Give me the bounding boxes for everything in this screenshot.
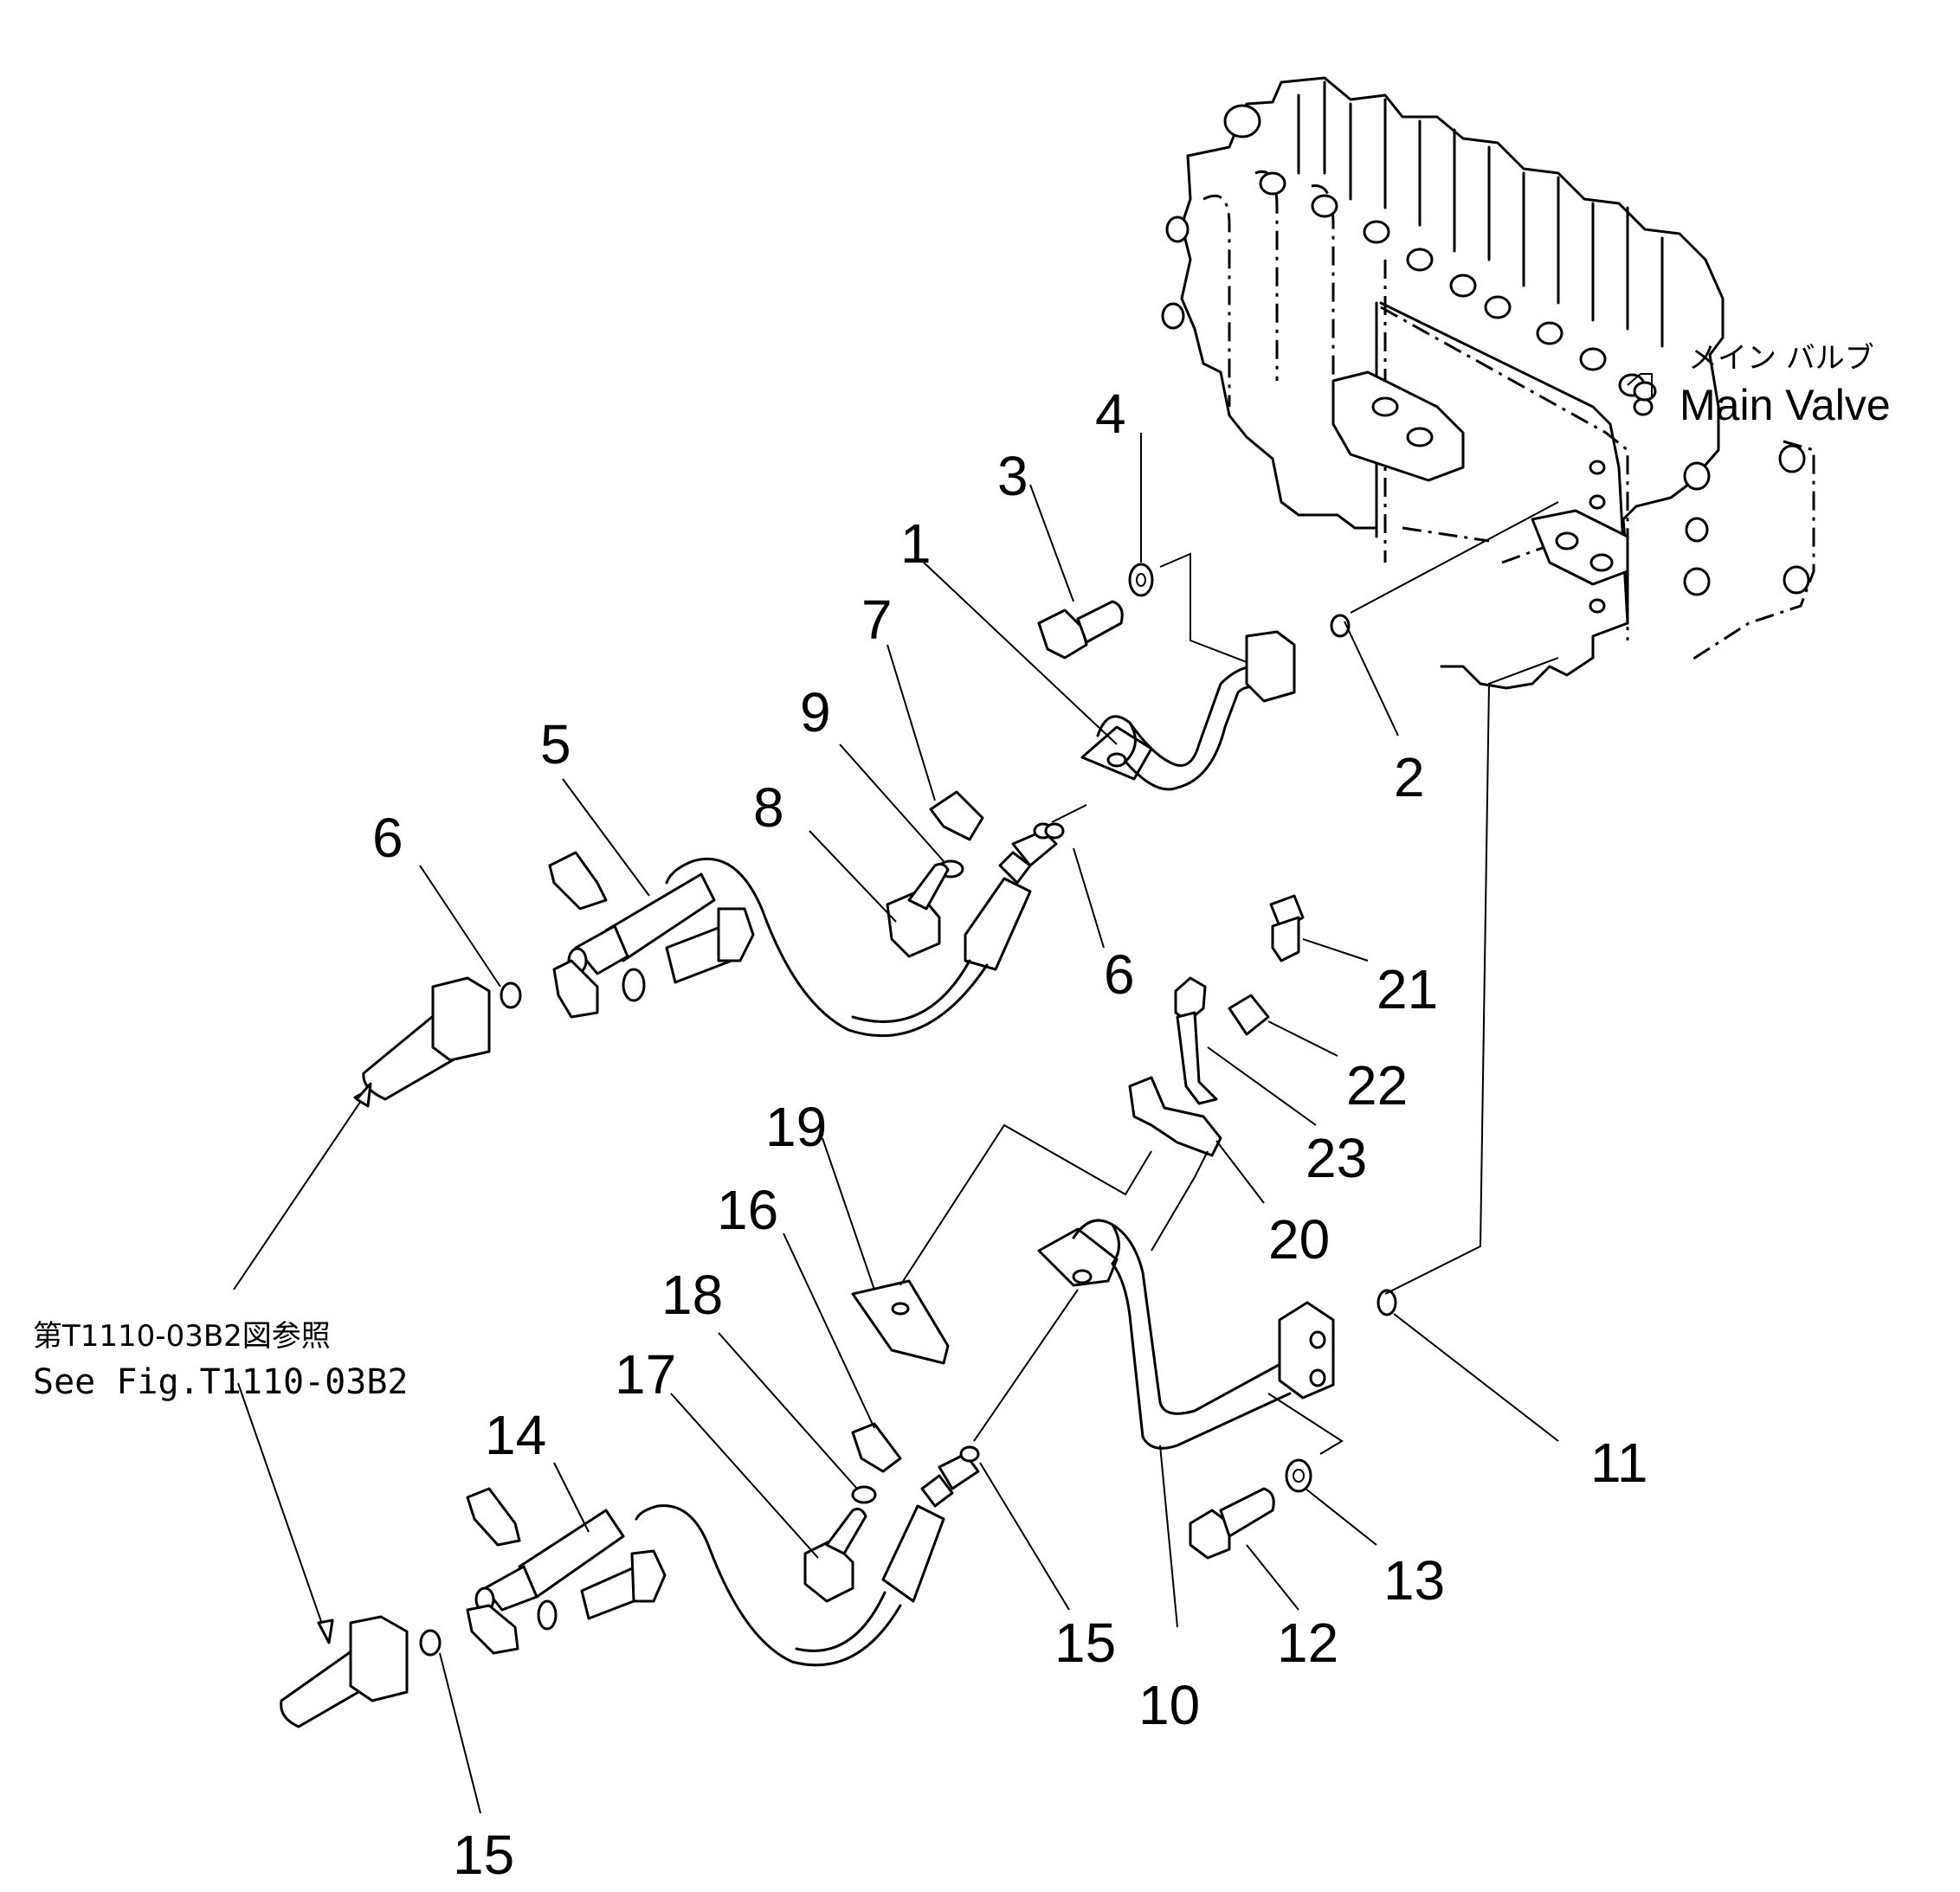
callout-10: 10 — [1138, 1674, 1200, 1736]
callout-16: 16 — [717, 1179, 778, 1241]
callout-7: 7 — [861, 589, 893, 651]
callout-1: 1 — [900, 512, 932, 575]
reference-note: 第T1110-03B2図参照 See Fig.T1110-03B2 — [33, 1319, 408, 1402]
callout-22: 22 — [1346, 1054, 1408, 1117]
callout-6-middle: 6 — [1104, 943, 1135, 1006]
reference-note-en: See Fig.T1110-03B2 — [33, 1362, 408, 1402]
callout-14: 14 — [485, 1404, 546, 1466]
callout-5: 5 — [540, 713, 571, 775]
callout-13: 13 — [1383, 1549, 1445, 1612]
callout-18: 18 — [661, 1264, 723, 1326]
callout-17: 17 — [615, 1343, 676, 1406]
callout-9: 9 — [800, 681, 831, 743]
callout-19: 19 — [765, 1096, 827, 1158]
callout-20: 20 — [1268, 1208, 1330, 1271]
main-valve-drawing — [1161, 76, 1815, 690]
callout-12: 12 — [1277, 1612, 1338, 1674]
main-valve-label-jp: メイン バルブ — [1688, 341, 1874, 376]
callout-21: 21 — [1377, 958, 1438, 1020]
callout-4: 4 — [1095, 383, 1126, 445]
callout-8: 8 — [753, 776, 784, 839]
callout-15-middle: 15 — [1054, 1612, 1116, 1674]
bracket-assembly — [1128, 894, 1305, 1157]
part-number-callouts: 1 2 3 4 5 6 6 7 8 9 10 11 12 13 14 15 15… — [372, 383, 1647, 1886]
callout-23: 23 — [1306, 1127, 1367, 1189]
upper-tube-assembly — [362, 563, 1351, 1101]
leader-lines — [233, 373, 1653, 1814]
callout-11: 11 — [1590, 1432, 1647, 1494]
lower-tube-assembly — [280, 1219, 1397, 1728]
callout-2: 2 — [1394, 746, 1425, 808]
callout-6-left: 6 — [372, 807, 403, 869]
o-ring-2-drawing — [1330, 614, 1351, 638]
callout-3: 3 — [997, 445, 1028, 507]
reference-note-jp: 第T1110-03B2図参照 — [33, 1319, 331, 1354]
main-valve-label-en: Main Valve — [1680, 381, 1891, 429]
callout-15-bottom: 15 — [453, 1824, 514, 1886]
main-valve-label: メイン バルブ Main Valve — [1680, 341, 1891, 429]
